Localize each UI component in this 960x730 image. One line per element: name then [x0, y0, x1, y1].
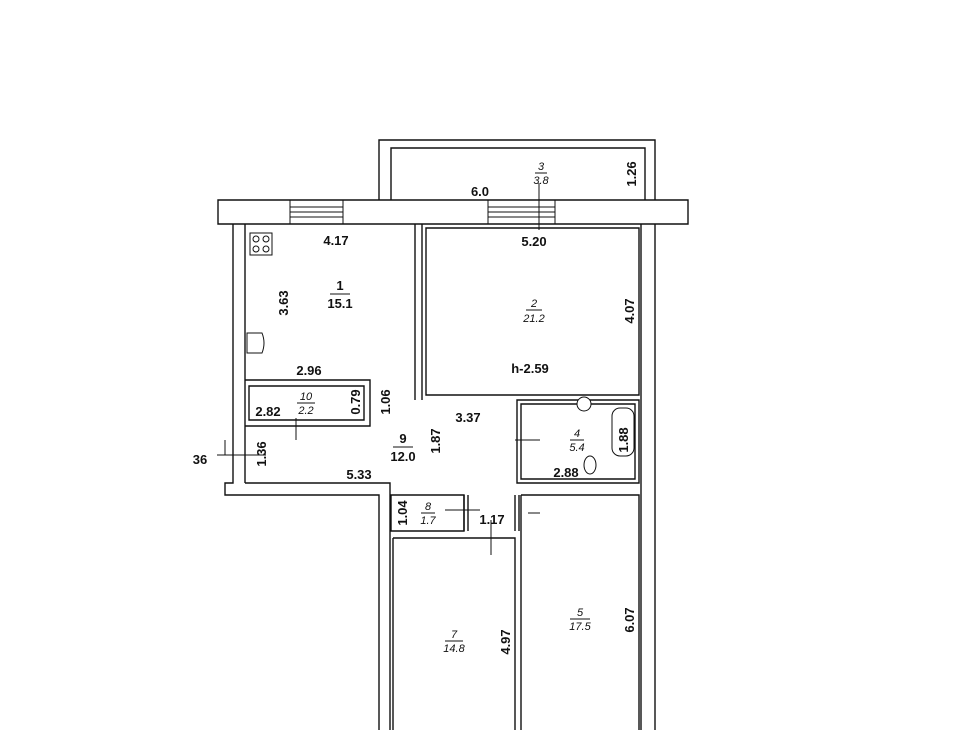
dim-wc-depth: 1.04	[395, 500, 410, 526]
dim-bath-width: 2.88	[553, 465, 578, 480]
dim-room7-depth: 4.97	[498, 629, 513, 654]
room-5-area: 17.5	[569, 621, 591, 633]
dim-balcony-depth: 1.26	[624, 161, 639, 186]
room-8-number: 8	[425, 501, 432, 513]
room-2-number: 2	[530, 298, 537, 310]
room-labels: 3 3.8 1 15.1 2 21.2 10 2.2 9 12.0 4 5.4 …	[297, 161, 592, 655]
room-10-area: 2.2	[297, 405, 313, 417]
room-9-number: 9	[399, 431, 406, 446]
room-8-area: 1.7	[420, 515, 436, 527]
room-3-number: 3	[538, 161, 545, 173]
dim-kitchen-bottom: 2.96	[296, 363, 321, 378]
room-10-number: 10	[300, 391, 313, 403]
dim-hall-3-37: 3.37	[455, 410, 480, 425]
dim-hall-1-06: 1.06	[378, 389, 393, 414]
room-4-area: 5.4	[569, 442, 584, 454]
room-1-area: 15.1	[327, 296, 352, 311]
interior-walls	[217, 224, 640, 730]
dim-balcony-len: 6.0	[471, 184, 489, 199]
dim-kitchen-width: 4.17	[323, 233, 348, 248]
room-5-number: 5	[577, 607, 584, 619]
outer-walls	[217, 139, 689, 730]
dim-room5-depth: 6.07	[622, 607, 637, 632]
washbasin-icon	[576, 396, 592, 412]
room-3-area: 3.8	[533, 175, 549, 187]
dim-room2-width: 5.20	[521, 234, 546, 249]
dim-storage-width: 2.82	[255, 404, 280, 419]
fixtures	[246, 183, 635, 555]
room-9-area: 12.0	[390, 449, 415, 464]
dim-entry-mark: 36	[193, 452, 207, 467]
ceiling-height: h-2.59	[511, 361, 549, 376]
room-7-area: 14.8	[443, 643, 465, 655]
room-1-number: 1	[336, 278, 343, 293]
dimension-labels: 6.0 1.26 4.17 5.20 3.63 4.07 2.96 2.82 0…	[193, 161, 639, 654]
dim-room2-depth: 4.07	[622, 298, 637, 323]
room-4-number: 4	[574, 428, 580, 440]
bathtub-icon	[611, 407, 635, 457]
stove-icon	[249, 232, 273, 256]
room-2-area: 21.2	[522, 313, 544, 325]
dim-hall-5-33: 5.33	[346, 467, 371, 482]
dim-bath-depth: 1.88	[616, 427, 631, 452]
dim-hall-1-36: 1.36	[254, 441, 269, 466]
dim-hall-1-87: 1.87	[428, 428, 443, 453]
dim-storage-depth: 0.79	[348, 389, 363, 414]
dim-corridor-1-17: 1.17	[479, 512, 504, 527]
toilet-icon	[583, 455, 597, 475]
dim-kitchen-depth: 3.63	[276, 290, 291, 315]
room-7-number: 7	[451, 629, 458, 641]
sink-icon	[246, 332, 265, 354]
